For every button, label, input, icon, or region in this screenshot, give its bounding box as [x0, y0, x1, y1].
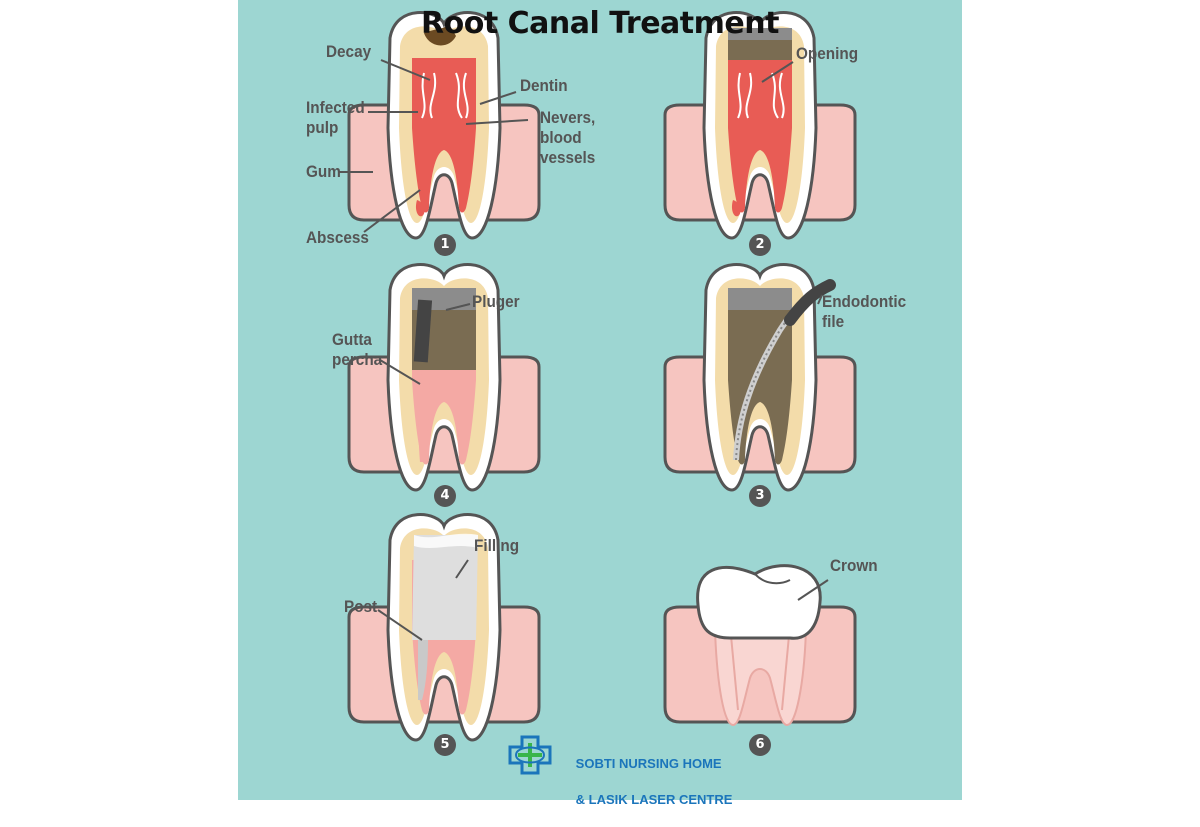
- tooth-step-2: [663, 11, 857, 240]
- label-pluger: Pluger: [472, 292, 520, 311]
- brand-logo: SOBTI NURSING HOME & LASIK LASER CENTRE: [508, 735, 732, 807]
- label-nerves-blood-vessels: Nevers, blood vessels: [540, 108, 596, 167]
- label-gutta-percha: Gutta percha: [332, 330, 383, 369]
- diagram-artwork: [238, 0, 962, 800]
- label-filling: Filling: [474, 536, 520, 555]
- label-dentin: Dentin: [520, 76, 568, 95]
- brand-line-1: SOBTI NURSING HOME: [575, 756, 722, 771]
- page-title: Root Canal Treatment: [421, 6, 779, 41]
- tooth-step-3: [663, 263, 857, 492]
- medical-cross-logo-icon: [508, 735, 552, 775]
- label-endodontic-file: Endodontic file: [822, 292, 907, 331]
- step-number-2: 2: [749, 234, 771, 256]
- step-number-4: 4: [434, 485, 456, 507]
- brand-name: SOBTI NURSING HOME & LASIK LASER CENTRE: [554, 737, 733, 827]
- tooth-step-6: [663, 564, 857, 727]
- label-infected-pulp: Infected pulp: [306, 98, 365, 137]
- tooth-step-4: [347, 263, 541, 492]
- step-number-6: 6: [749, 734, 771, 756]
- step-number-3: 3: [749, 485, 771, 507]
- leader-lines: [338, 59, 829, 641]
- step-number-5: 5: [434, 734, 456, 756]
- label-decay: Decay: [326, 42, 372, 61]
- tooth-step-5: [347, 513, 541, 742]
- label-abscess: Abscess: [306, 228, 369, 247]
- infographic-panel: Root Canal Treatment Decay Dentin Infect…: [238, 0, 962, 807]
- step-number-1: 1: [434, 234, 456, 256]
- label-opening: Opening: [796, 44, 859, 63]
- tooth-step-1: [347, 11, 541, 240]
- label-crown: Crown: [830, 556, 878, 575]
- label-post: Post: [344, 597, 378, 616]
- label-gum: Gum: [306, 162, 341, 181]
